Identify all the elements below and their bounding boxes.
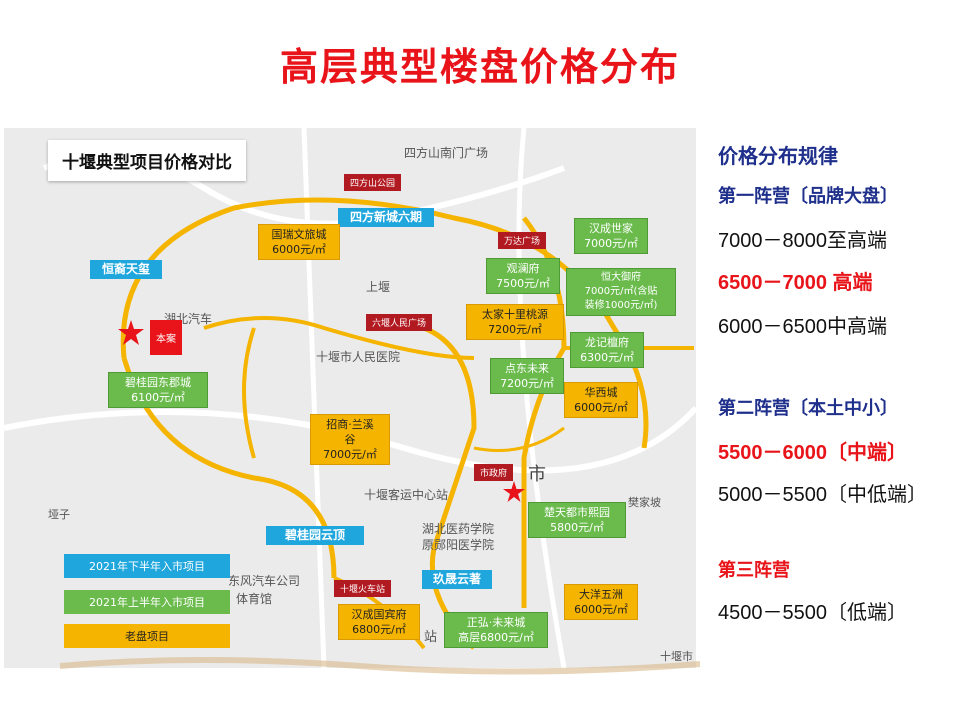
price-map: 十堰典型项目价格对比 四方山南门广场 十堰市人民医院 上堰 十堰客运中心站 湖北… bbox=[4, 128, 696, 668]
place-label: 垭子 bbox=[48, 508, 70, 521]
camp1-line1: 7000－8000至高端 bbox=[718, 230, 887, 252]
project-label: 恒裔天玺 bbox=[90, 260, 162, 279]
poi-label: 十堰火车站 bbox=[334, 580, 392, 597]
place-label: 十堰市人民医院 bbox=[316, 350, 401, 364]
place-label: 站 bbox=[424, 630, 438, 645]
poi-label: 四方山公园 bbox=[344, 174, 402, 191]
camp1-line2: 6500－7000 高端 bbox=[718, 272, 873, 294]
project-label: 汉成国宾府 6800元/㎡ bbox=[338, 604, 420, 640]
poi-label: 万达广场 bbox=[498, 232, 547, 249]
project-label: 恒大御府 7000元/㎡(含贴 装修1000元/㎡) bbox=[566, 268, 676, 316]
project-label: 碧桂园东郡城 6100元/㎡ bbox=[108, 372, 208, 408]
project-label: 华西城 6000元/㎡ bbox=[564, 382, 638, 418]
place-label: 四方山南门广场 bbox=[404, 146, 489, 160]
project-label: 大洋五洲 6000元/㎡ bbox=[564, 584, 638, 620]
legend-blue: 2021年下半年入市项目 bbox=[64, 554, 230, 578]
place-label: 十堰客运中心站 bbox=[364, 488, 449, 502]
camp1-line3: 6000－6500中高端 bbox=[718, 316, 887, 338]
place-label: 市 bbox=[528, 464, 546, 485]
project-label: 国瑞文旅城 6000元/㎡ bbox=[258, 224, 340, 260]
place-label: 湖北医药学院 bbox=[422, 522, 495, 536]
decorative-scroll bbox=[59, 657, 701, 675]
project-label: 太家十里桃源 7200元/㎡ bbox=[466, 304, 564, 340]
map-title: 十堰典型项目价格对比 bbox=[48, 140, 246, 181]
place-label: 东风汽车公司 bbox=[228, 574, 301, 588]
poi-label: 市政府 bbox=[474, 464, 514, 481]
place-label: 十堰市 bbox=[660, 650, 693, 663]
project-label: 正弘·未来城 高层6800元/㎡ bbox=[444, 612, 548, 648]
camp2-line2: 5000－5500〔中低端〕 bbox=[718, 484, 927, 506]
camp1-heading: 第一阵营〔品牌大盘〕 bbox=[718, 186, 898, 206]
project-label: 玖晟云著 bbox=[422, 570, 492, 589]
project-label: 碧桂园云顶 bbox=[266, 526, 364, 545]
place-label: 樊家坡 bbox=[628, 496, 661, 509]
project-label: 龙记檀府 6300元/㎡ bbox=[570, 332, 644, 368]
camp2-line1: 5500－6000〔中端〕 bbox=[718, 442, 907, 464]
legend-green: 2021年上半年入市项目 bbox=[64, 590, 230, 614]
star-icon bbox=[118, 320, 144, 345]
rules-heading: 价格分布规律 bbox=[718, 146, 838, 168]
camp3-heading: 第三阵营 bbox=[718, 560, 790, 580]
place-label: 体育馆 bbox=[236, 592, 273, 606]
poi-label-benan: 本案 bbox=[150, 320, 182, 355]
project-label: 观澜府 7500元/㎡ bbox=[486, 258, 560, 294]
project-label: 汉成世家 7000元/㎡ bbox=[574, 218, 648, 254]
camp3-line1: 4500－5500〔低端〕 bbox=[718, 602, 907, 624]
place-label: 上堰 bbox=[366, 280, 391, 294]
page-title: 高层典型楼盘价格分布 bbox=[279, 45, 680, 89]
place-label: 原郧阳医学院 bbox=[422, 538, 495, 552]
project-label: 点东未来 7200元/㎡ bbox=[490, 358, 564, 394]
project-label: 招商·兰溪 谷 7000元/㎡ bbox=[310, 414, 390, 465]
star-icon bbox=[503, 481, 525, 502]
project-label: 楚天都市熙园 5800元/㎡ bbox=[528, 502, 626, 538]
legend-orange: 老盘项目 bbox=[64, 624, 230, 648]
project-label: 四方新城六期 bbox=[338, 208, 434, 227]
poi-label: 六堰人民广场 bbox=[366, 314, 433, 331]
camp2-heading: 第二阵营〔本土中小〕 bbox=[718, 398, 898, 418]
